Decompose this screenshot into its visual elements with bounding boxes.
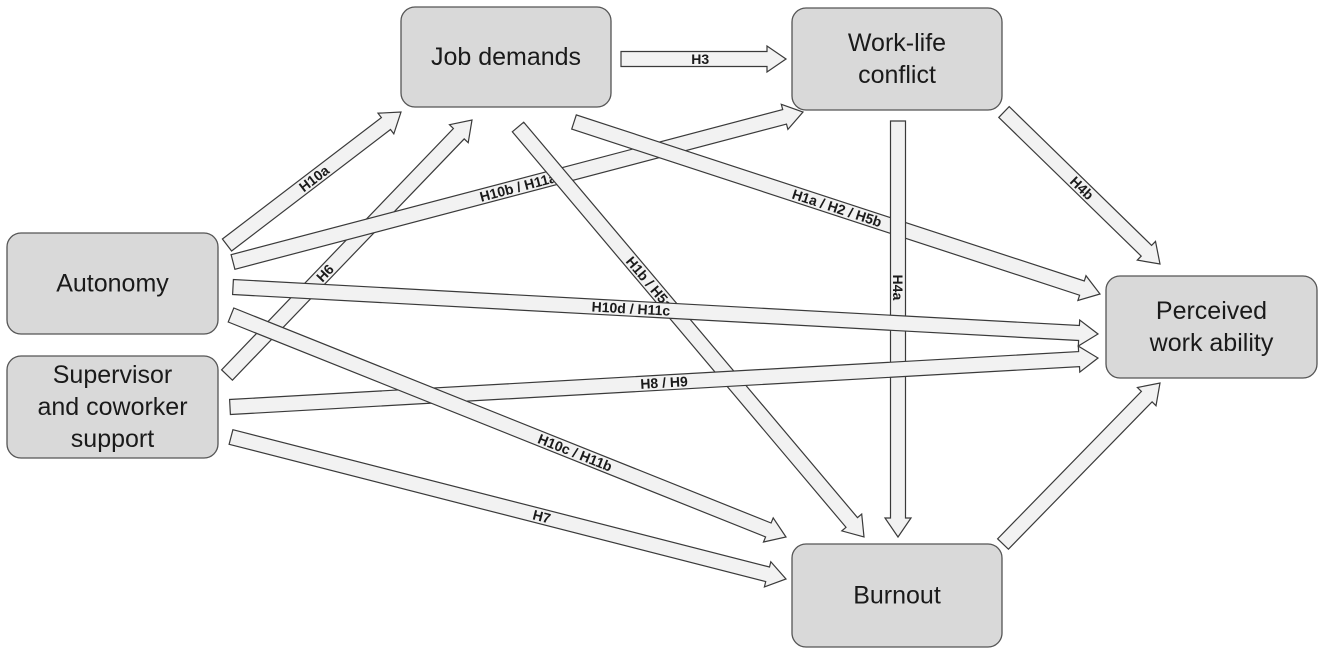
node-perceived-work-ability-label-line-2: work ability xyxy=(1149,329,1274,357)
node-work-life-conflict-label-line-2: conflict xyxy=(858,61,936,89)
arrow-h10d-h11c-label: H10d / H11c xyxy=(591,298,671,318)
arrow-h4b: H4b xyxy=(997,105,1161,265)
node-burnout-label-line-1: Burnout xyxy=(853,582,941,610)
arrow-h3-shape xyxy=(620,44,788,74)
arrow-h1b-h5a-shape xyxy=(511,121,865,538)
arrow-burnout-to-wa xyxy=(996,382,1161,551)
node-perceived-work-ability-box xyxy=(1105,275,1318,379)
arrow-burnout-to-wa-shape xyxy=(996,382,1161,551)
arrow-h1a-h2-h5b-label: H1a / H2 / H5b xyxy=(790,186,884,230)
arrow-h7-label: H7 xyxy=(531,507,553,527)
node-perceived-work-ability: Perceived work ability xyxy=(1105,275,1318,379)
arrow-h4a-label: H4a xyxy=(890,275,906,301)
arrow-h3: H3 xyxy=(620,44,788,74)
node-job-demands: Job demands xyxy=(400,6,612,108)
arrow-h4b-shape xyxy=(997,105,1161,265)
arrow-h10d-h11c-shape xyxy=(231,278,1100,348)
arrow-h7-shape xyxy=(228,428,788,588)
arrow-h1b-h5a: H1b / H5a xyxy=(511,121,865,538)
arrow-h10c-h11b-label: H10c / H11b xyxy=(536,431,615,475)
node-supervisor-support-label-line-1: Supervisor xyxy=(53,361,173,389)
arrow-h3-label: H3 xyxy=(691,51,709,67)
node-job-demands-box xyxy=(400,6,612,108)
node-supervisor-support: Supervisor and coworker support xyxy=(6,355,219,459)
node-burnout-box xyxy=(791,543,1003,648)
nodes-layer: Job demands Work-life conflictAutonomySupe… xyxy=(6,6,1318,648)
arrow-h10a-shape xyxy=(221,111,402,252)
arrow-h7: H7 xyxy=(228,428,788,588)
arrow-h10d-h11c: H10d / H11c xyxy=(231,278,1100,348)
node-work-life-conflict-label-line-1: Work-life xyxy=(848,29,946,57)
arrow-h8-h9-label: H8 / H9 xyxy=(640,373,689,392)
node-autonomy-box xyxy=(6,232,219,335)
node-supervisor-support-box xyxy=(6,355,219,459)
node-autonomy-label-line-1: Autonomy xyxy=(56,270,169,298)
node-work-life-conflict-box xyxy=(791,7,1003,111)
arrow-h8-h9: H8 / H9 xyxy=(228,344,1100,416)
node-burnout: Burnout xyxy=(791,543,1003,648)
node-supervisor-support-label-line-2: and coworker xyxy=(37,393,187,421)
node-perceived-work-ability-label-line-1: Perceived xyxy=(1156,297,1267,325)
node-job-demands-label-line-1: Job demands xyxy=(431,43,581,71)
arrow-h10b-h11a-label: H10b / H11a xyxy=(478,169,558,205)
arrow-h1a-h2-h5b-shape xyxy=(570,114,1102,302)
node-autonomy: Autonomy xyxy=(6,232,219,335)
arrow-h10c-h11b-shape xyxy=(227,307,787,543)
node-supervisor-support-label-line-3: support xyxy=(71,425,154,453)
node-work-life-conflict: Work-life conflict xyxy=(791,7,1003,111)
